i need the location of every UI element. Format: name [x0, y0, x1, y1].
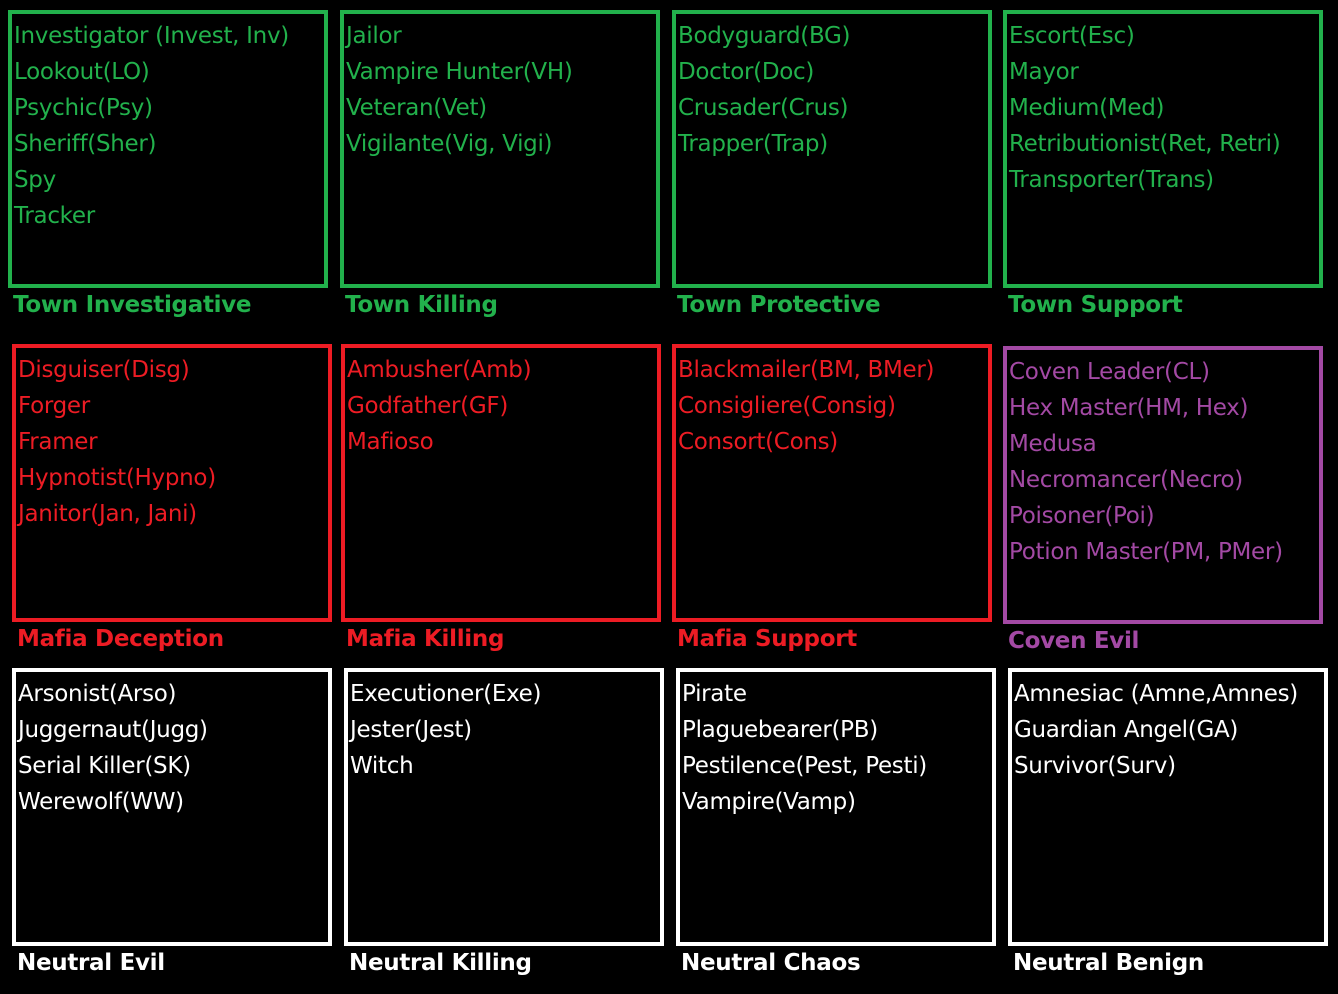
- group-label-neutral-killing: Neutral Killing: [349, 950, 532, 976]
- role-item: Framer: [18, 429, 98, 455]
- group-label-coven-evil: Coven Evil: [1008, 628, 1140, 654]
- role-item: Arsonist(Arso): [18, 681, 177, 707]
- role-item: Janitor(Jan, Jani): [18, 501, 197, 527]
- role-list: Amnesiac (Amne,Amnes) Guardian Angel(GA) S…: [1014, 676, 1298, 784]
- role-item: Investigator (Invest, Inv): [14, 23, 289, 49]
- role-item: Lookout(LO): [14, 59, 150, 85]
- role-item: Survivor(Surv): [1014, 753, 1176, 779]
- role-item: Jester(Jest): [350, 717, 472, 743]
- role-item: Vampire Hunter(VH): [346, 59, 573, 85]
- role-item: Tracker: [14, 203, 95, 229]
- role-item: Crusader(Crus): [678, 95, 849, 121]
- role-list: Ambusher(Amb) Godfather(GF) Mafioso: [347, 352, 532, 460]
- group-box-mafia-killing: Ambusher(Amb) Godfather(GF) Mafioso: [341, 344, 661, 622]
- role-item: Mayor: [1009, 59, 1079, 85]
- group-box-mafia-support: Blackmailer(BM, BMer) Consigliere(Consig)…: [672, 344, 992, 622]
- group-box-neutral-killing: Executioner(Exe) Jester(Jest) Witch: [344, 668, 664, 946]
- group-label-neutral-benign: Neutral Benign: [1013, 950, 1204, 976]
- role-item: Godfather(GF): [347, 393, 508, 419]
- role-list: Arsonist(Arso) Juggernaut(Jugg) Serial Kil…: [18, 676, 208, 820]
- role-item: Witch: [350, 753, 414, 779]
- role-item: Hex Master(HM, Hex): [1009, 395, 1249, 421]
- role-item: Coven Leader(CL): [1009, 359, 1210, 385]
- group-box-neutral-evil: Arsonist(Arso) Juggernaut(Jugg) Serial Kil…: [12, 668, 332, 946]
- role-item: Amnesiac (Amne,Amnes): [1014, 681, 1298, 707]
- role-item: Retributionist(Ret, Retri): [1009, 131, 1281, 157]
- role-item: Necromancer(Necro): [1009, 467, 1243, 493]
- role-item: Jailor: [346, 23, 402, 49]
- role-item: Sheriff(Sher): [14, 131, 157, 157]
- group-label-mafia-killing: Mafia Killing: [346, 626, 505, 652]
- role-item: Vigilante(Vig, Vigi): [346, 131, 553, 157]
- group-label-town-support: Town Support: [1008, 292, 1183, 318]
- role-item: Vampire(Vamp): [682, 789, 856, 815]
- group-box-neutral-benign: Amnesiac (Amne,Amnes) Guardian Angel(GA) S…: [1008, 668, 1328, 946]
- group-label-mafia-support: Mafia Support: [677, 626, 857, 652]
- role-item: Hypnotist(Hypno): [18, 465, 216, 491]
- role-item: Guardian Angel(GA): [1014, 717, 1239, 743]
- role-item: Doctor(Doc): [678, 59, 815, 85]
- group-box-town-investigative: Investigator (Invest, Inv) Lookout(LO) Psy…: [8, 10, 328, 288]
- role-item: Juggernaut(Jugg): [18, 717, 208, 743]
- role-item: Werewolf(WW): [18, 789, 184, 815]
- role-item: Ambusher(Amb): [347, 357, 532, 383]
- role-item: Pestilence(Pest, Pesti): [682, 753, 927, 779]
- role-list: Bodyguard(BG) Doctor(Doc) Crusader(Crus) Tr…: [678, 18, 851, 162]
- group-label-town-protective: Town Protective: [677, 292, 881, 318]
- group-label-mafia-deception: Mafia Deception: [17, 626, 224, 652]
- role-item: Psychic(Psy): [14, 95, 153, 121]
- role-item: Mafioso: [347, 429, 434, 455]
- role-item: Executioner(Exe): [350, 681, 542, 707]
- role-item: Poisoner(Poi): [1009, 503, 1155, 529]
- group-label-neutral-chaos: Neutral Chaos: [681, 950, 861, 976]
- role-item: Transporter(Trans): [1009, 167, 1214, 193]
- role-item: Medium(Med): [1009, 95, 1165, 121]
- role-item: Blackmailer(BM, BMer): [678, 357, 935, 383]
- role-item: Serial Killer(SK): [18, 753, 191, 779]
- role-list: Executioner(Exe) Jester(Jest) Witch: [350, 676, 542, 784]
- role-list: Blackmailer(BM, BMer) Consigliere(Consig)…: [678, 352, 935, 460]
- role-item: Plaguebearer(PB): [682, 717, 878, 743]
- role-item: Trapper(Trap): [678, 131, 828, 157]
- group-label-town-investigative: Town Investigative: [13, 292, 252, 318]
- group-box-coven-evil: Coven Leader(CL) Hex Master(HM, Hex) Medus…: [1003, 346, 1323, 624]
- role-item: Consort(Cons): [678, 429, 838, 455]
- role-item: Forger: [18, 393, 90, 419]
- role-list: Investigator (Invest, Inv) Lookout(LO) Psy…: [14, 18, 289, 234]
- role-item: Disguiser(Disg): [18, 357, 190, 383]
- role-item: Pirate: [682, 681, 747, 707]
- role-item: Escort(Esc): [1009, 23, 1135, 49]
- role-item: Spy: [14, 167, 56, 193]
- group-label-neutral-evil: Neutral Evil: [17, 950, 165, 976]
- group-box-town-protective: Bodyguard(BG) Doctor(Doc) Crusader(Crus) Tr…: [672, 10, 992, 288]
- role-list: Coven Leader(CL) Hex Master(HM, Hex) Medus…: [1009, 354, 1283, 570]
- role-item: Potion Master(PM, PMer): [1009, 539, 1283, 565]
- role-item: Veteran(Vet): [346, 95, 487, 121]
- role-item: Bodyguard(BG): [678, 23, 851, 49]
- role-item: Consigliere(Consig): [678, 393, 896, 419]
- group-label-town-killing: Town Killing: [345, 292, 498, 318]
- role-item: Medusa: [1009, 431, 1097, 457]
